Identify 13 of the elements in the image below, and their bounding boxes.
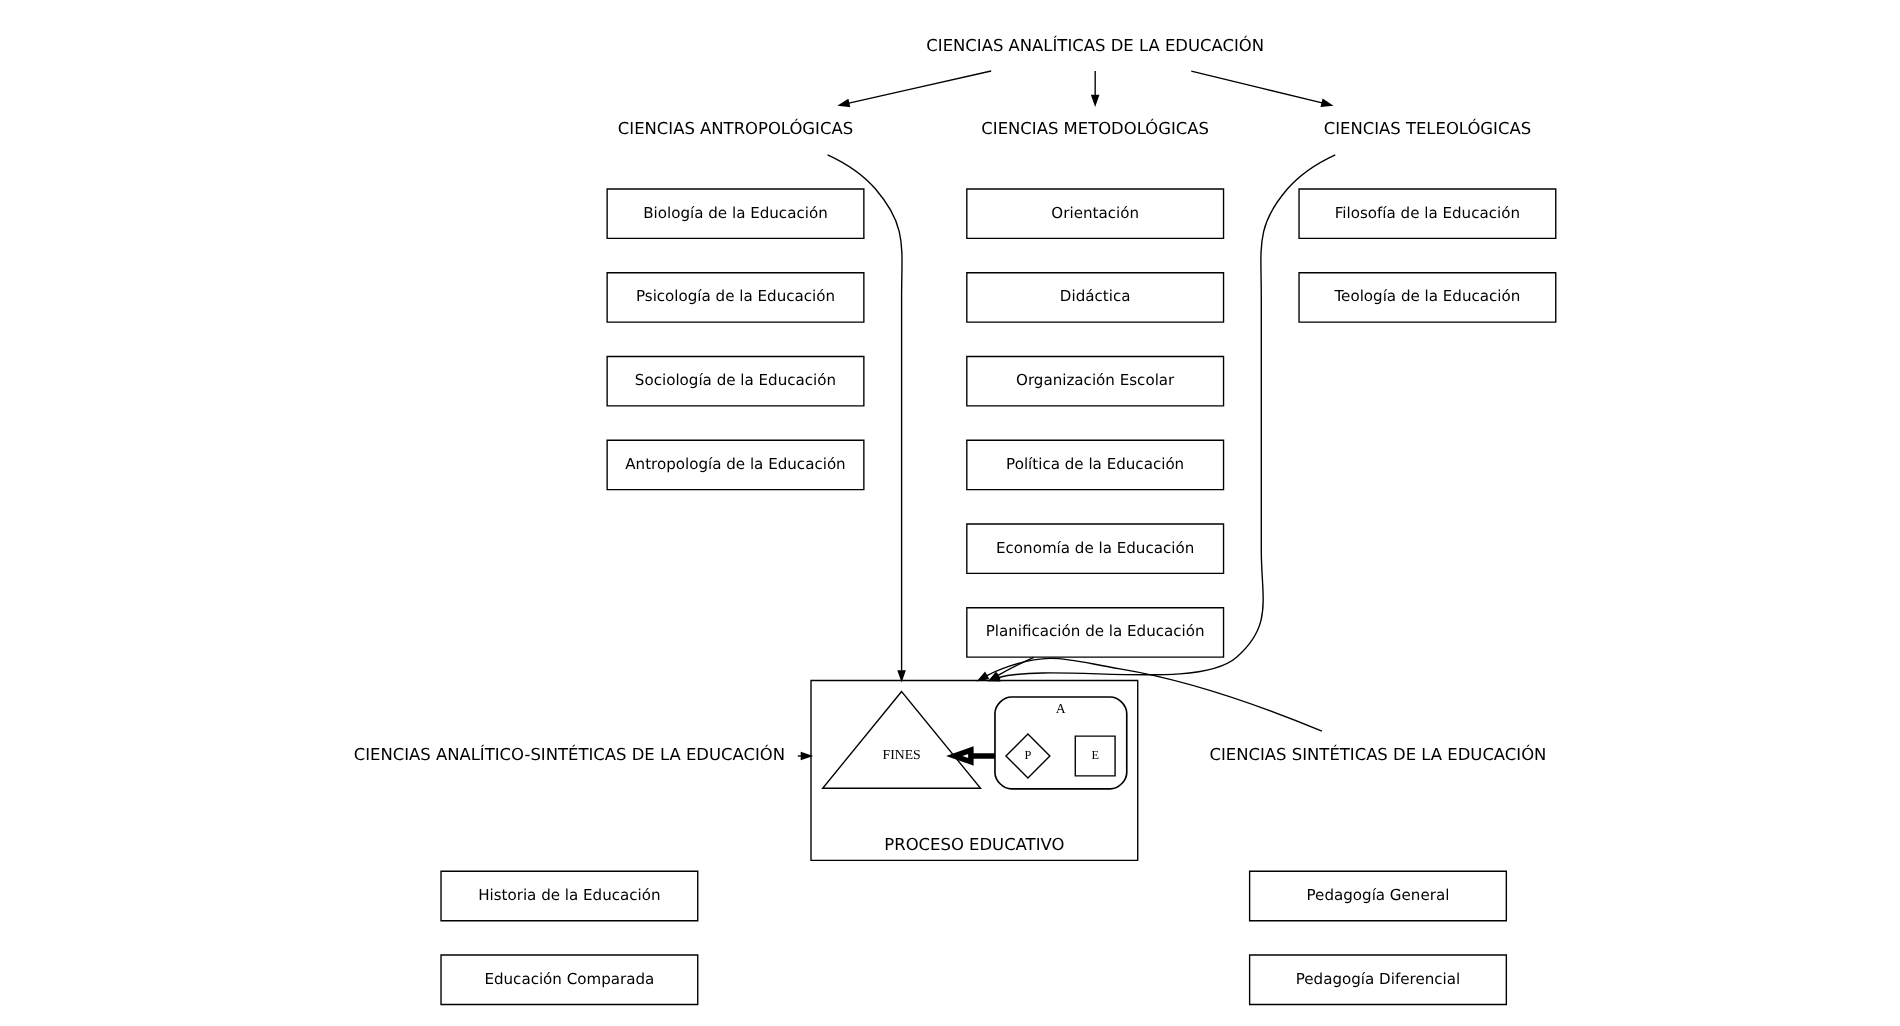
arrow <box>1090 70 1100 108</box>
node-text: CIENCIAS TELEOLÓGICAS <box>1323 118 1532 139</box>
arrow <box>797 751 814 761</box>
node-text: CIENCIAS ANALÍTICO-SINTÉTICAS DE LA EDUCACIÓN <box>353 744 786 765</box>
node-text: CIENCIAS SINTÉTICAS DE LA EDUCACIÓN <box>1209 744 1547 765</box>
node-text: CIENCIAS ANALÍTICAS DE LA EDUCACIÓN <box>926 34 1265 55</box>
arrow <box>946 746 995 766</box>
arrow <box>826 154 906 683</box>
node-text: CIENCIAS ANTROPOLÓGICAS <box>617 118 854 139</box>
arrow <box>976 657 1323 732</box>
arrow <box>1190 70 1334 107</box>
node-text: CIENCIAS METODOLÓGICAS <box>981 118 1210 139</box>
arrow <box>837 70 992 108</box>
